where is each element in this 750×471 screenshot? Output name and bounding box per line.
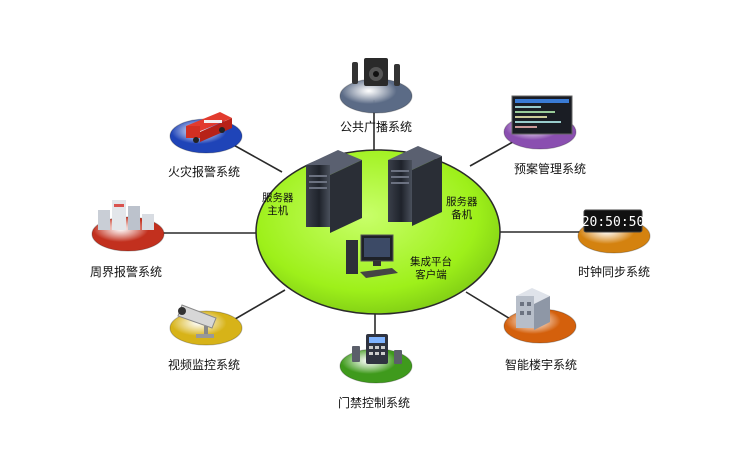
label-smart-building: 智能楼宇系统 — [505, 358, 578, 372]
cctv-camera-icon — [177, 304, 217, 338]
server-backup-label: 服务器 备机 — [446, 196, 478, 222]
connector-lines — [160, 100, 585, 345]
fire-truck-icon — [186, 112, 232, 143]
server-backup-icon — [388, 146, 442, 226]
label-clock-sync: 时钟同步系统 — [578, 265, 651, 279]
server-main-label-line1: 服务器 — [262, 192, 294, 204]
client-computer-icon — [346, 234, 398, 278]
server-main-label: 服务器 主机 — [262, 192, 294, 218]
connector-fire-alarm — [229, 142, 283, 173]
server-main-label-line2: 主机 — [267, 205, 289, 217]
clock-display-text: 20:50:50 — [582, 215, 645, 230]
label-access-control: 门禁控制系统 — [338, 396, 411, 410]
digital-clock-icon: 20:50:50 — [582, 209, 645, 233]
client-label-line2: 客户端 — [415, 269, 447, 281]
monitor-screen-icon — [511, 95, 573, 135]
label-perimeter-alarm: 周界报警系统 — [90, 265, 163, 279]
label-fire-alarm: 火灾报警系统 — [168, 165, 241, 179]
label-video-surveillance: 视频监控系统 — [168, 358, 241, 372]
hub-ellipse — [255, 149, 501, 315]
server-backup-label-line1: 服务器 — [446, 196, 478, 208]
connector-video-surveillance — [229, 289, 286, 323]
connector-plan-management — [469, 137, 521, 167]
keypad-icon — [352, 334, 402, 364]
server-backup-label-line2: 备机 — [451, 209, 473, 221]
client-label: 集成平台 客户端 — [410, 256, 452, 282]
label-public-broadcast: 公共广播系统 — [340, 120, 413, 134]
server-main-icon — [306, 150, 362, 233]
perimeter-fence-icon — [98, 200, 154, 230]
speaker-icon — [352, 58, 400, 86]
building-icon — [516, 288, 550, 330]
label-plan-management: 预案管理系统 — [514, 162, 587, 176]
connector-smart-building — [465, 291, 513, 321]
client-label-line1: 集成平台 — [410, 256, 452, 268]
